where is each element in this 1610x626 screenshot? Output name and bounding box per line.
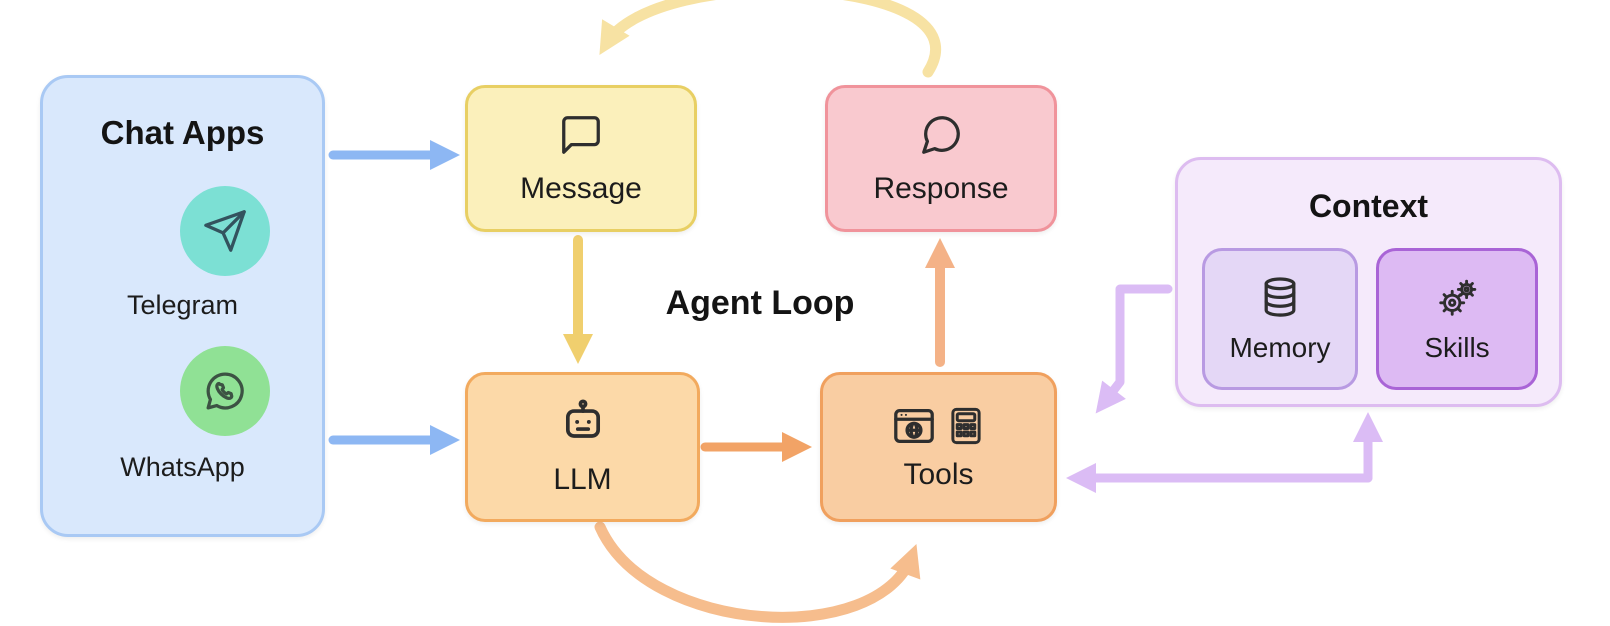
context-panel: Context Memory (1175, 157, 1562, 407)
robot-icon (557, 397, 609, 454)
chat-apps-title: Chat Apps (100, 114, 265, 151)
speech-bubble-square-icon (558, 112, 604, 163)
context-title: Context (1308, 188, 1429, 224)
calculator-icon (950, 407, 981, 444)
arrow-response-to-message-loop (599, 0, 942, 78)
tools-label: Tools (903, 457, 974, 491)
skills-label: Skills (1424, 331, 1490, 363)
arrow-llm-to-tools-loop (594, 521, 921, 623)
browser-icon (893, 408, 934, 443)
skills-node: Skills (1376, 248, 1538, 390)
telegram-label: Telegram (126, 290, 239, 320)
memory-node: Memory (1202, 248, 1358, 390)
agent-loop-title: Agent Loop (665, 284, 855, 322)
gears-icon (1434, 275, 1480, 326)
browser-and-calculator-icon (891, 403, 987, 449)
arrow-context-to-tools (1095, 284, 1173, 414)
response-label: Response (873, 171, 1009, 205)
speech-bubble-round-icon (918, 112, 964, 163)
chat-apps-panel: Chat Apps Telegram WhatsApp (40, 75, 325, 537)
database-icon (1257, 275, 1303, 326)
whatsapp-icon (180, 346, 270, 436)
response-node: Response (825, 85, 1057, 232)
message-node: Message (465, 85, 697, 232)
message-label: Message (520, 171, 642, 205)
whatsapp-label: WhatsApp (120, 452, 245, 482)
memory-label: Memory (1229, 331, 1331, 363)
llm-label: LLM (553, 463, 612, 496)
telegram-icon (180, 186, 270, 276)
llm-node: LLM (465, 372, 700, 522)
tools-node: Tools (820, 372, 1057, 522)
